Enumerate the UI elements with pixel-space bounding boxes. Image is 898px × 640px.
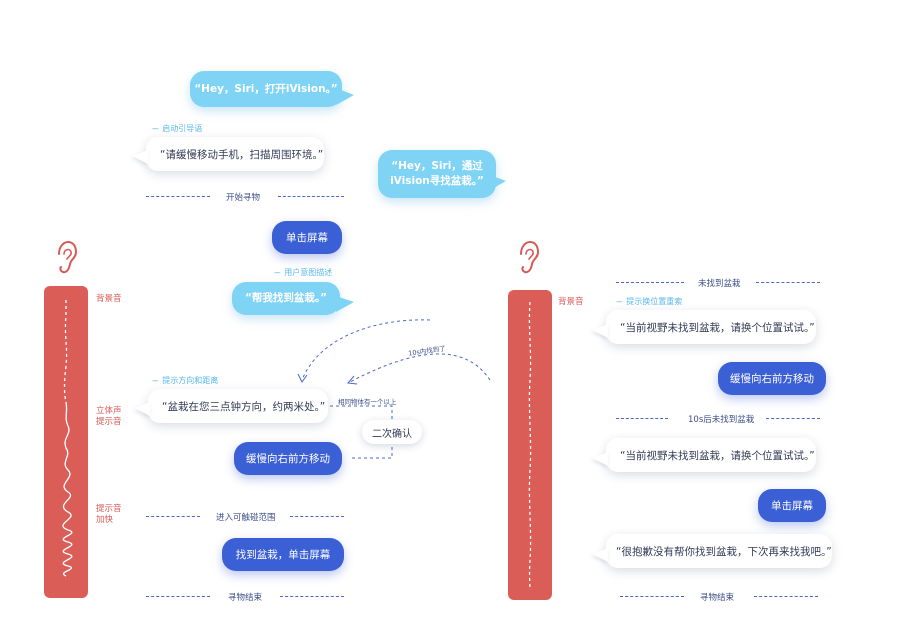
label-stereo: 立体声 提示音 — [96, 406, 122, 428]
label-background-sound: 背景音 — [96, 294, 122, 304]
bubble-tail — [134, 402, 150, 416]
separator-line — [766, 418, 820, 419]
bubble-tail — [336, 88, 354, 105]
label-faster-prompt: 提示音 加快 — [96, 504, 122, 526]
bubble-tail — [336, 296, 354, 312]
bubble-tail — [132, 150, 148, 164]
bubble-tail — [490, 175, 506, 190]
bubble-tail — [592, 548, 608, 562]
bubble-hey-siri-find-line1: “Hey，Siri，通过 — [391, 160, 483, 172]
label-stereo-line1: 立体声 — [96, 406, 122, 416]
separator-line — [756, 282, 820, 283]
tap-screen-button[interactable]: 单击屏幕 — [272, 221, 342, 254]
direction-message-bubble: “盆栽在您三点钟方向，约两米处。” — [148, 389, 328, 423]
separator-start-finding: 开始寻物 — [226, 193, 261, 203]
separator-line — [146, 596, 210, 597]
move-right-front-button[interactable]: 缓慢向右前方移动 — [718, 362, 826, 395]
separator-10s-not-found: 10s后未找到盆栽 — [688, 415, 755, 425]
note-launch-guide: 启动引导语 — [152, 123, 202, 134]
ear-icon — [58, 240, 78, 274]
confirm-label: 二次确认 — [372, 428, 412, 440]
label-stereo-line2: 提示音 — [96, 417, 122, 427]
found-tap-screen-button[interactable]: 找到盆栽，单击屏幕 — [222, 538, 344, 571]
bubble-tail — [592, 324, 608, 338]
sorry-message-text: “很抱歉没有帮你找到盆栽，下次再来找我吧。” — [616, 545, 832, 558]
sound-wave-line — [528, 301, 532, 591]
move-right-front-button[interactable]: 缓慢向右前方移动 — [234, 442, 342, 475]
bubble-hey-siri-open: “Hey，Siri，打开iVision。” — [190, 71, 342, 107]
tap-screen-button[interactable]: 单击屏幕 — [758, 489, 826, 522]
tap-screen-label: 单击屏幕 — [771, 500, 813, 512]
note-change-position: 提示换位置重索 — [616, 296, 682, 307]
not-found-message-bubble-1: “当前视野未找到盆栽，请换个位置试试。” — [606, 310, 816, 344]
separator-end-finding: 寻物结束 — [700, 593, 735, 603]
bubble-tail — [592, 452, 608, 466]
confirm-button[interactable]: 二次确认 — [362, 420, 422, 444]
separator-not-found: 未找到盆栽 — [698, 279, 741, 289]
separator-line — [616, 418, 668, 419]
separator-touch-range: 进入可触碰范围 — [216, 513, 276, 523]
bubble-hey-siri-find: “Hey，Siri，通过 iVision寻找盆栽。” — [378, 150, 496, 198]
label-background-sound: 背景音 — [558, 297, 584, 307]
bubble-hey-siri-find-line2: iVision寻找盆栽。” — [390, 175, 484, 187]
move-right-front-label: 缓慢向右前方移动 — [246, 453, 330, 465]
label-faster-line1: 提示音 — [96, 504, 122, 514]
label-faster-line2: 加快 — [96, 515, 114, 525]
separator-line — [146, 516, 200, 517]
separator-line — [620, 596, 684, 597]
separator-line — [290, 516, 344, 517]
move-right-front-label: 缓慢向右前方移动 — [730, 373, 814, 385]
note-direction-distance: 提示方向和距离 — [152, 375, 218, 386]
guide-message-bubble: “请缓慢移动手机，扫描周围环境。” — [146, 137, 324, 171]
tap-screen-label: 单击屏幕 — [286, 232, 328, 244]
sound-wave-line — [62, 300, 73, 577]
bubble-help-find: “帮我找到盆栽。” — [232, 282, 340, 315]
separator-line — [278, 196, 344, 197]
bubble-help-find-text: “帮我找到盆栽。” — [244, 292, 328, 304]
not-found-message-bubble-2: “当前视野未找到盆栽，请换个位置试试。” — [606, 438, 816, 472]
ear-icon — [520, 240, 540, 274]
bubble-hey-siri-open-text: “Hey，Siri，打开iVision。” — [194, 82, 338, 95]
separator-line — [616, 282, 684, 283]
not-found-message-text-2: “当前视野未找到盆栽，请换个位置试试。” — [620, 449, 815, 462]
separator-end-finding: 寻物结束 — [228, 593, 263, 603]
separator-line — [146, 196, 210, 197]
guide-message-text: “请缓慢移动手机，扫描周围环境。” — [160, 148, 324, 161]
note-user-intent: 用户意图描述 — [274, 267, 332, 278]
found-tap-screen-label: 找到盆栽，单击屏幕 — [235, 549, 331, 561]
label-same-object-multiple: 相同物体有一个以上 — [338, 398, 397, 406]
sorry-message-bubble: “很抱歉没有帮你找到盆栽，下次再来找我吧。” — [606, 534, 832, 568]
separator-line — [754, 596, 818, 597]
separator-line — [280, 596, 344, 597]
direction-message-text: “盆栽在您三点钟方向，约两米处。” — [162, 400, 326, 413]
not-found-message-text-1: “当前视野未找到盆栽，请换个位置试试。” — [620, 321, 815, 334]
